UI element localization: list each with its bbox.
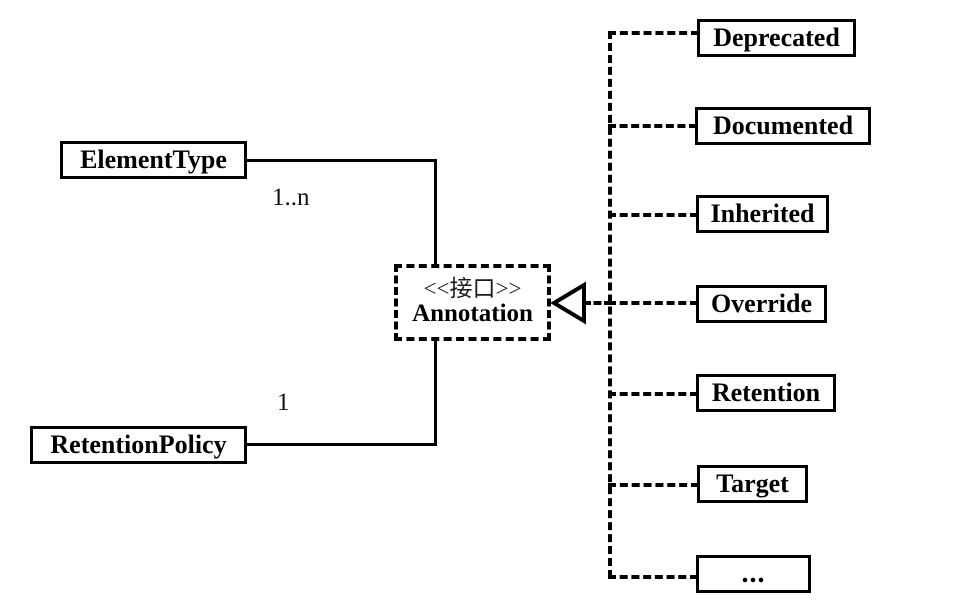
generalization-branch-deprecated bbox=[608, 31, 699, 35]
generalization-arrowhead-icon bbox=[551, 281, 586, 325]
annotation-label-deprecated: Deprecated bbox=[713, 23, 840, 52]
annotation-label-documented: Documented bbox=[712, 111, 854, 140]
annotation-box-deprecated[interactable]: Deprecated bbox=[697, 19, 856, 57]
interface-stereotype: <<接口>> bbox=[423, 276, 522, 302]
generalization-branch-inherited bbox=[608, 213, 698, 217]
annotation-label-target: Target bbox=[716, 469, 789, 498]
generalization-branch-more bbox=[608, 575, 698, 579]
generalization-branch-override bbox=[608, 301, 698, 305]
annotation-box-retention[interactable]: Retention bbox=[696, 374, 836, 412]
interface-box-annotation[interactable]: <<接口>> Annotation bbox=[394, 264, 551, 341]
multiplicity-label-retention-policy: 1 bbox=[277, 389, 290, 416]
annotation-box-documented[interactable]: Documented bbox=[695, 107, 871, 145]
class-box-element-type[interactable]: ElementType bbox=[60, 141, 247, 179]
annotation-box-target[interactable]: Target bbox=[697, 465, 808, 503]
multiplicity-label-element-type: 1..n bbox=[272, 184, 310, 211]
class-label-retention-policy: RetentionPolicy bbox=[50, 430, 227, 459]
annotation-box-inherited[interactable]: Inherited bbox=[696, 195, 829, 233]
generalization-branch-target bbox=[608, 483, 699, 487]
annotation-label-more: ... bbox=[741, 558, 766, 589]
generalization-branch-retention bbox=[608, 392, 698, 396]
interface-name-annotation: Annotation bbox=[412, 300, 533, 328]
class-label-element-type: ElementType bbox=[80, 145, 227, 174]
generalization-branch-documented bbox=[608, 124, 697, 128]
association-line-retention-policy-horizontal bbox=[246, 443, 436, 446]
annotation-label-inherited: Inherited bbox=[710, 199, 815, 228]
class-box-retention-policy[interactable]: RetentionPolicy bbox=[30, 426, 247, 464]
association-line-retention-policy-vertical bbox=[434, 337, 437, 446]
annotation-label-retention: Retention bbox=[711, 378, 821, 407]
annotation-box-more[interactable]: ... bbox=[696, 555, 811, 593]
annotation-box-override[interactable]: Override bbox=[696, 285, 827, 323]
annotation-label-override: Override bbox=[710, 289, 813, 318]
generalization-stem bbox=[583, 301, 612, 305]
association-line-element-type-horizontal bbox=[246, 159, 436, 162]
association-line-element-type-vertical bbox=[434, 159, 437, 267]
